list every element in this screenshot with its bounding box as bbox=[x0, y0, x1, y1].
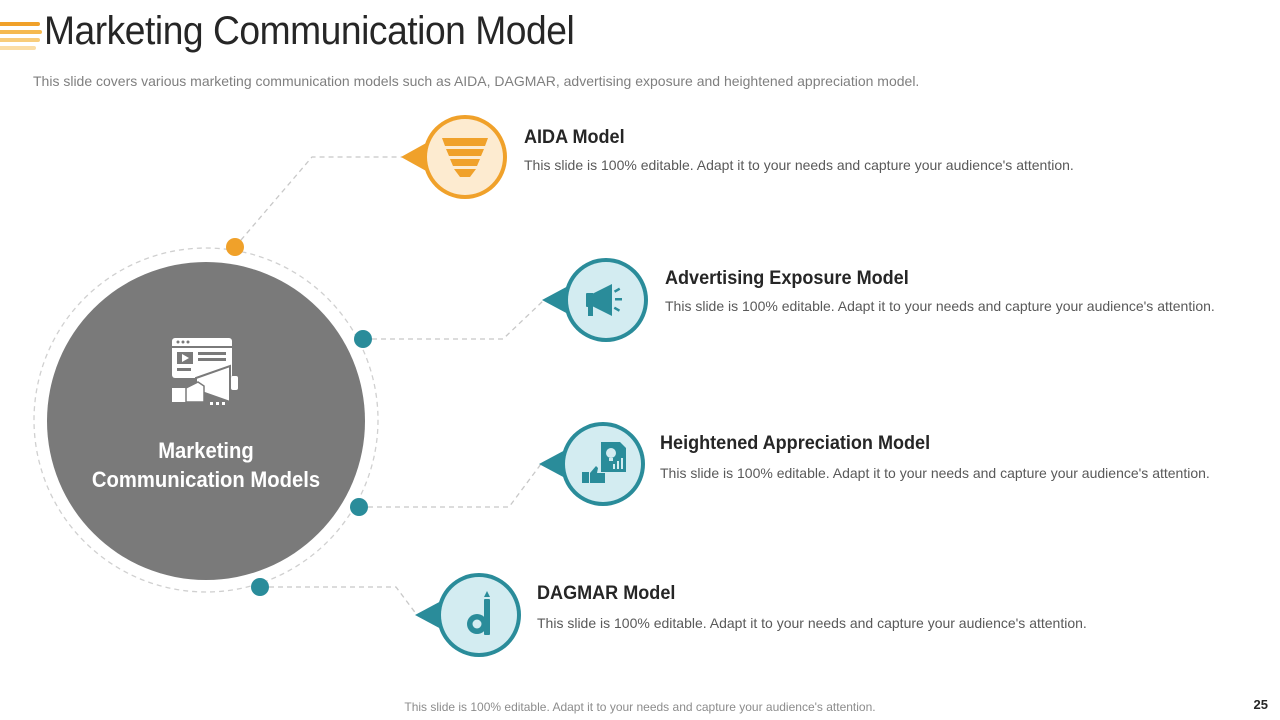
page-title: Marketing Communication Model bbox=[44, 9, 575, 53]
page-number: 25 bbox=[1253, 697, 1268, 712]
item-circle-advertising bbox=[542, 258, 648, 342]
footer-note-text: This slide is 100% editable. Adapt it to… bbox=[404, 700, 876, 714]
page-subtitle: This slide covers various marketing comm… bbox=[33, 73, 920, 89]
ring-dot-aida bbox=[226, 238, 244, 256]
item-title-advertising: Advertising Exposure Model bbox=[665, 268, 909, 289]
connector-aida bbox=[234, 156, 403, 248]
center-label-line2: Communication Models bbox=[91, 467, 321, 492]
title-accent-bars bbox=[0, 20, 42, 52]
connector-advertising bbox=[363, 299, 545, 340]
item-desc-advertising: This slide is 100% editable. Adapt it to… bbox=[665, 298, 1215, 314]
idea-thumbs-up-icon bbox=[582, 442, 626, 483]
letter-d-pencil-icon bbox=[467, 591, 490, 635]
item-title-aida: AIDA Model bbox=[524, 127, 625, 148]
item-desc-dagmar: This slide is 100% editable. Adapt it to… bbox=[537, 615, 1087, 631]
item-desc-aida: This slide is 100% editable. Adapt it to… bbox=[524, 157, 1074, 173]
funnel-icon bbox=[442, 138, 488, 177]
connector-dagmar bbox=[260, 586, 418, 616]
item-circle-heightened bbox=[539, 422, 645, 506]
ring-dot-dagmar bbox=[251, 578, 269, 596]
digital-marketing-megaphone-icon bbox=[172, 338, 238, 405]
footer-note: This slide is 100% editable. Adapt it to… bbox=[0, 700, 1280, 714]
outer-dashed-ring bbox=[33, 247, 379, 593]
connector-heightened bbox=[359, 463, 542, 508]
item-title-dagmar: DAGMAR Model bbox=[537, 583, 676, 604]
item-title-heightened: Heightened Appreciation Model bbox=[660, 433, 931, 454]
center-label: Marketing Communication Models bbox=[60, 436, 353, 494]
ring-dot-advertising bbox=[354, 330, 372, 348]
center-circle bbox=[47, 262, 365, 580]
item-circle-dagmar bbox=[415, 573, 521, 657]
item-circle-aida bbox=[401, 115, 507, 199]
ring-dot-heightened bbox=[350, 498, 368, 516]
center-label-line1: Marketing bbox=[158, 438, 254, 463]
item-desc-heightened: This slide is 100% editable. Adapt it to… bbox=[660, 465, 1210, 481]
megaphone-icon bbox=[586, 284, 622, 316]
